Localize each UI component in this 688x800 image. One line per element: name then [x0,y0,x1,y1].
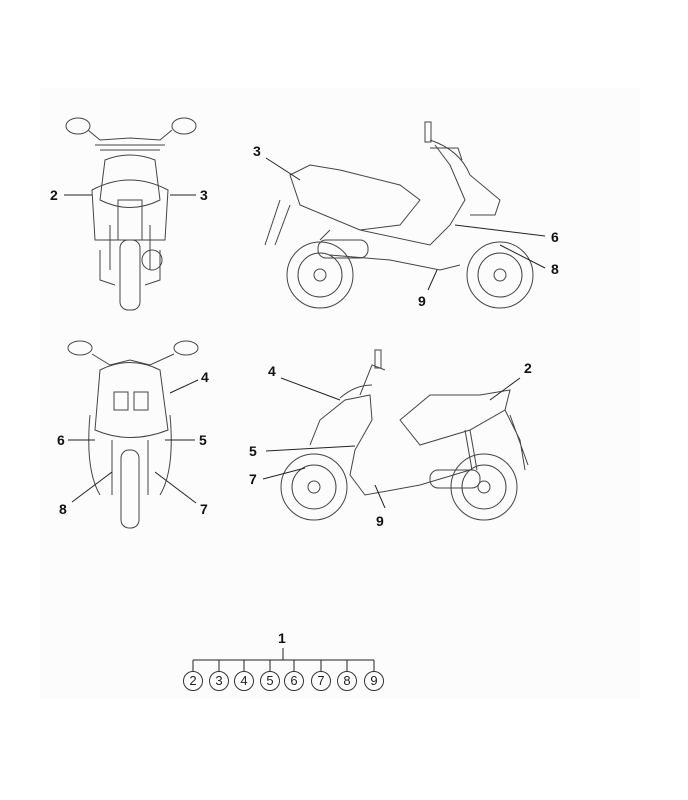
tree-node-6: 6 [284,671,304,691]
leader-lines [64,157,546,509]
callout-front-5: 5 [199,432,207,448]
tree-node-8: 8 [337,671,357,691]
callout-front-8: 8 [59,501,67,517]
callout-rside-4: 4 [268,363,276,379]
diagram-panel [40,88,640,698]
front-view-drawing [67,340,199,529]
tree-node-2: 2 [183,671,203,691]
callout-side-6: 6 [551,229,559,245]
tree-root-label: 1 [278,630,286,646]
callout-rside-2: 2 [524,360,532,376]
callout-rear-3: 3 [200,187,208,203]
callout-rside-9: 9 [376,513,384,529]
tree-node-9: 9 [364,671,384,691]
rear-view-drawing [65,117,197,311]
callout-rside-5: 5 [249,443,257,459]
callout-side-3: 3 [253,143,261,159]
tree-node-5: 5 [260,671,280,691]
tree-node-7: 7 [311,671,331,691]
left-side-view-drawing [264,121,534,309]
callout-front-4: 4 [201,369,209,385]
callout-rear-2: 2 [50,187,58,203]
right-side-view-drawing [280,349,529,521]
tree-node-3: 3 [209,671,229,691]
callout-rside-7: 7 [249,471,257,487]
callout-side-8: 8 [551,261,559,277]
parts-tree-lines [192,648,375,671]
callout-front-7: 7 [200,501,208,517]
callout-front-6: 6 [57,432,65,448]
tree-node-4: 4 [234,671,254,691]
callout-side-9: 9 [418,293,426,309]
